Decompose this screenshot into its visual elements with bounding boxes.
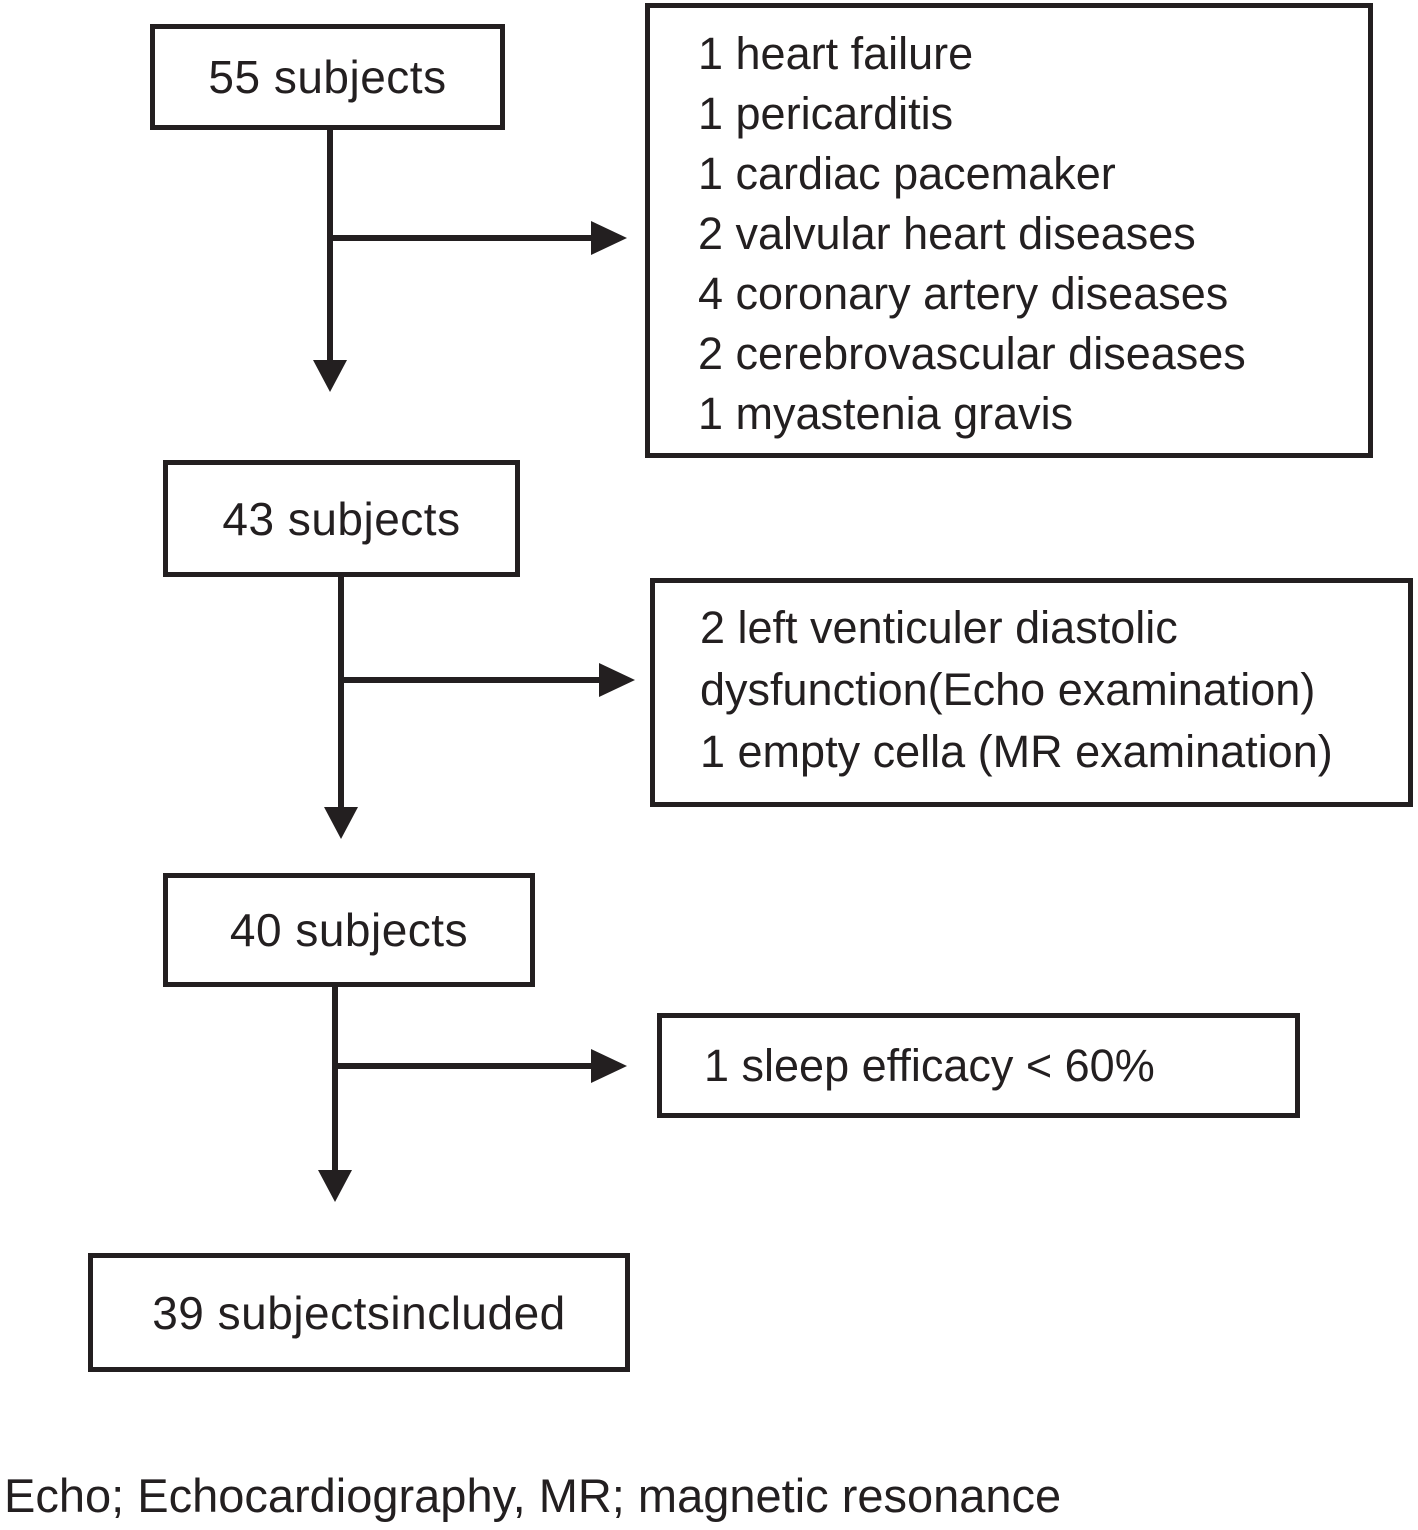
node-55-subjects: 55 subjects (150, 24, 505, 130)
exclusion-item: 1 heart failure (698, 28, 974, 79)
flow-line-down-3 (332, 987, 338, 1172)
node-39-subjects-included: 39 subjectsincluded (88, 1253, 630, 1372)
exclusion-item: 1 cardiac pacemaker (698, 148, 1116, 199)
exclusion-item: 1 empty cella (MR examination) (700, 726, 1333, 777)
arrow-right-head-3 (591, 1049, 627, 1083)
flow-line-right-3 (335, 1063, 591, 1069)
node-label: 43 subjects (222, 492, 461, 545)
flow-line-down-2 (338, 577, 344, 809)
node-label: 39 subjectsincluded (152, 1286, 566, 1339)
arrow-down-head-2 (324, 807, 358, 839)
node-40-subjects: 40 subjects (163, 873, 535, 987)
exclusion-item: 2 left venticuler diastolic (700, 602, 1178, 653)
node-label: 40 subjects (229, 904, 469, 956)
arrow-right-head-2 (599, 663, 635, 697)
exclusion-item: 2 cerebrovascular diseases (698, 328, 1246, 379)
exclusion-box-exam-findings: 2 left venticuler diastolic dysfunction(… (650, 578, 1413, 807)
exclusion-item: 2 valvular heart diseases (698, 208, 1196, 259)
flow-line-right-1 (330, 235, 591, 241)
exclusion-item: 1 sleep efficacy < 60% (704, 1039, 1155, 1091)
arrow-down-head-3 (318, 1170, 352, 1202)
exclusion-item: 1 pericarditis (698, 88, 954, 139)
exclusion-item: dysfunction(Echo examination) (700, 664, 1316, 715)
exclusion-box-sleep-efficacy: 1 sleep efficacy < 60% (657, 1013, 1300, 1118)
exclusion-item: 4 coronary artery diseases (698, 268, 1229, 319)
arrow-right-head-1 (591, 221, 627, 255)
abbreviation-footnote: Echo; Echocardiography, MR; magnetic res… (4, 1469, 1062, 1522)
flow-line-right-2 (341, 677, 599, 683)
node-label: 55 subjects (208, 51, 447, 103)
flow-line-down-1 (327, 130, 333, 362)
node-43-subjects: 43 subjects (163, 460, 520, 577)
exclusion-item: 1 myastenia gravis (698, 388, 1074, 439)
arrow-down-head-1 (313, 360, 347, 392)
exclusion-box-medical-conditions: 1 heart failure 1 pericarditis 1 cardiac… (645, 3, 1373, 458)
